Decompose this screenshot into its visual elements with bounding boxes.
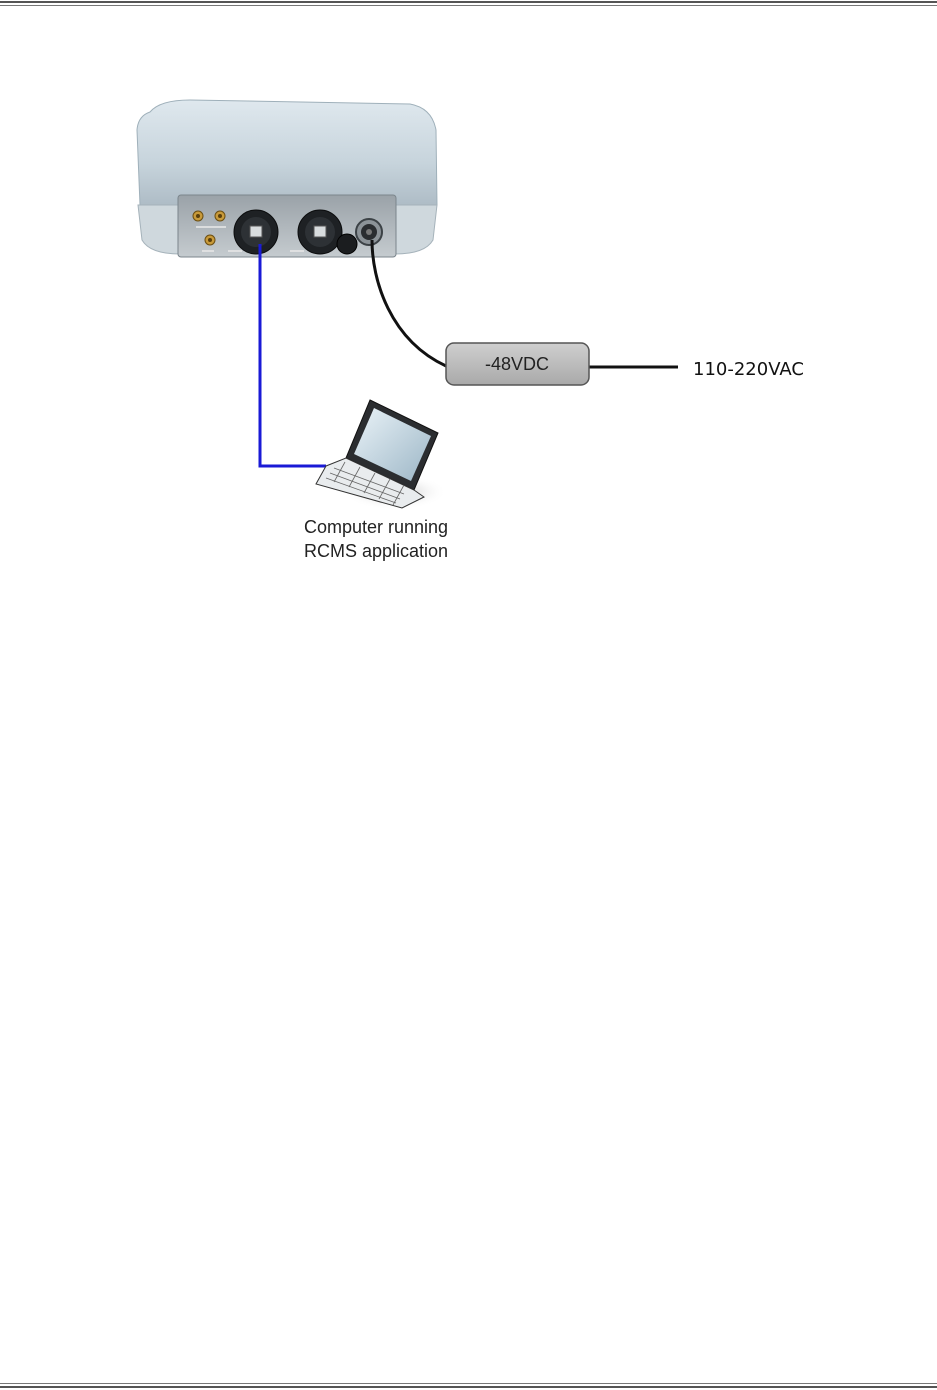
computer-label-line1: Computer running — [304, 517, 448, 537]
ethernet-cable — [260, 244, 326, 466]
dc-power-cable — [372, 240, 446, 366]
eth2-port-icon — [298, 210, 342, 254]
power-supply-label: -48VDC — [485, 354, 549, 374]
power-supply-box: -48VDC — [446, 343, 589, 385]
power-connector-icon — [356, 219, 382, 245]
eth1-port-icon — [234, 210, 278, 254]
outdoor-unit-device — [137, 100, 437, 257]
computer-label-line2: RCMS application — [304, 541, 448, 561]
bottom-rule — [0, 1383, 937, 1389]
ac-input-label: 110-220VAC — [693, 359, 804, 380]
laptop-icon — [316, 400, 447, 510]
